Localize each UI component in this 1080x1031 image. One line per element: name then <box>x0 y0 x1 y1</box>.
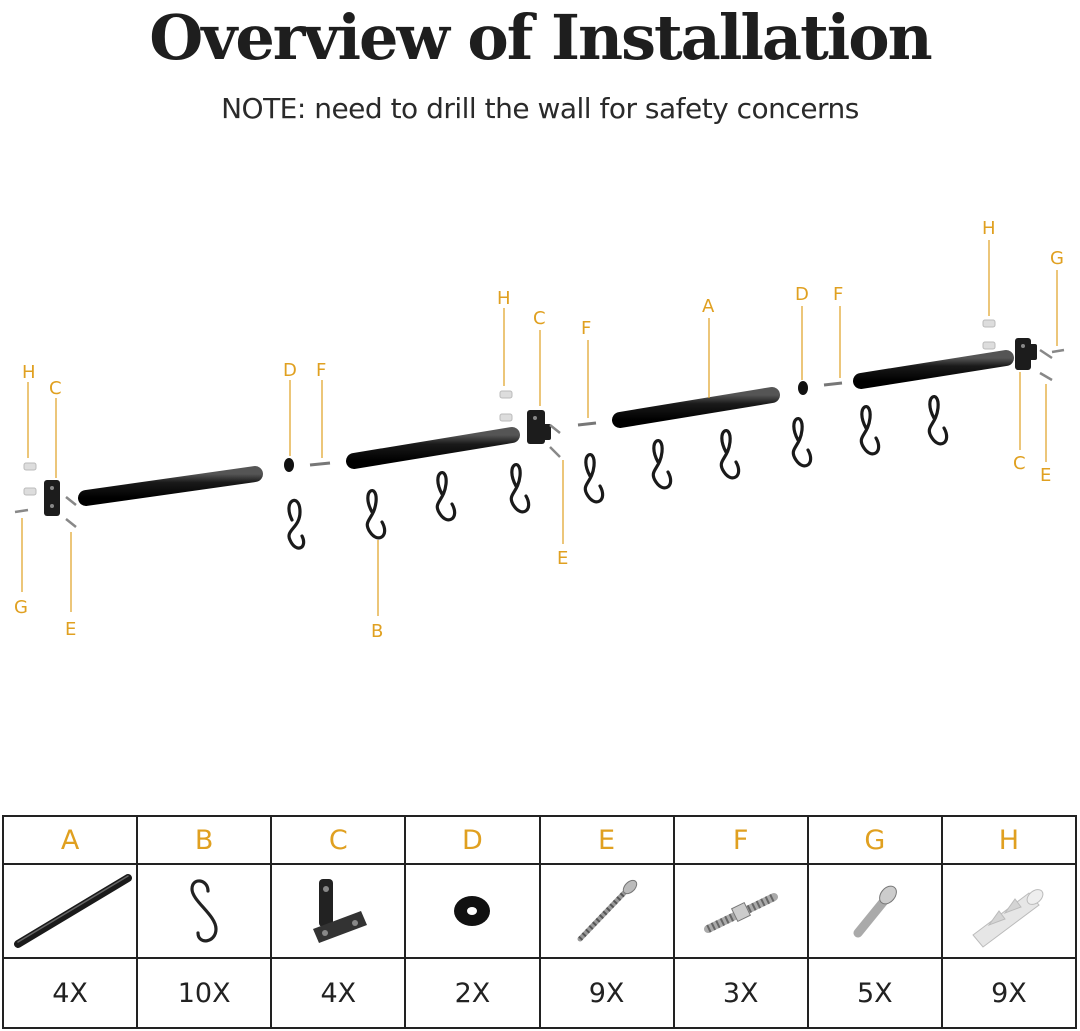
bracket-left <box>44 480 60 516</box>
part-count: 10X <box>136 957 273 1029</box>
callout-c-left: C <box>49 378 62 399</box>
wall-anchor-icon <box>972 889 1044 948</box>
washer-1 <box>284 458 294 472</box>
part-count: 4X <box>1 957 139 1029</box>
hook-group <box>287 395 949 550</box>
callout-h-left: H <box>22 362 36 383</box>
part-letter: G <box>806 815 943 865</box>
hook-4 <box>509 463 531 514</box>
part-letter: E <box>538 815 675 865</box>
hook-8 <box>791 417 813 468</box>
rod-icon <box>14 874 132 948</box>
part-letter: A <box>1 815 139 865</box>
bracket-middle <box>527 410 551 444</box>
bracket-group <box>44 338 1037 516</box>
washer-icon <box>454 896 491 926</box>
callout-e-right: E <box>1040 465 1051 486</box>
hook-7 <box>719 429 741 480</box>
callout-g-right: G <box>1050 248 1064 269</box>
callout-h-middle: H <box>497 288 511 309</box>
callout-a: A <box>702 296 715 317</box>
leader-lines <box>21 240 1058 616</box>
page-title: Overview of Installation <box>149 1 932 74</box>
parts-letter-row: A B C D E F G H <box>1 815 1078 865</box>
part-letter: B <box>136 815 273 865</box>
hook-5 <box>583 453 605 504</box>
callout-c-right: C <box>1013 453 1026 474</box>
hook-10 <box>927 395 949 446</box>
callout-b: B <box>371 621 383 642</box>
parts-list-table: A B C D E F G H <box>1 815 1078 1029</box>
callout-d-left: D <box>283 360 297 381</box>
double-screw-icon <box>703 893 778 933</box>
rod-2 <box>346 427 520 469</box>
rod-3 <box>612 387 780 428</box>
s-hook-icon <box>190 879 218 943</box>
callout-f-middle: F <box>581 318 591 339</box>
callout-e-middle: E <box>557 548 568 569</box>
callout-h-right: H <box>982 218 996 239</box>
washer-2 <box>798 381 808 395</box>
hook-1 <box>287 498 306 550</box>
part-count: 5X <box>806 957 943 1029</box>
callout-c-middle: C <box>533 308 546 329</box>
hook-2 <box>365 489 387 540</box>
callout-g-left: G <box>14 597 28 618</box>
safety-note: NOTE: need to drill the wall for safety … <box>221 92 859 125</box>
bracket-icon <box>313 879 368 943</box>
callout-e-left: E <box>65 619 76 640</box>
exploded-diagram: H C G E D F B H C F E A D F H G C E <box>14 218 1065 642</box>
rod-group <box>78 350 1014 506</box>
part-letter: C <box>270 815 407 865</box>
hook-6 <box>651 439 673 490</box>
callout-d-right: D <box>795 284 809 305</box>
part-letter: F <box>672 815 809 865</box>
part-count: 2X <box>404 957 541 1029</box>
part-letter: D <box>404 815 541 865</box>
part-count: 9X <box>940 957 1078 1029</box>
callout-f-right: F <box>833 284 843 305</box>
hook-9 <box>859 405 881 456</box>
part-count: 3X <box>672 957 809 1029</box>
callout-labels: H C G E D F B H C F E A D F H G C E <box>14 218 1064 642</box>
part-count: 4X <box>270 957 407 1029</box>
small-hardware-group <box>14 319 1065 528</box>
part-letter: H <box>940 815 1078 865</box>
callout-f-left: F <box>316 360 326 381</box>
part-count: 9X <box>538 957 675 1029</box>
short-screw-icon <box>853 885 897 938</box>
rod-4 <box>853 350 1014 389</box>
washer-group <box>284 381 808 472</box>
double-screw-group <box>309 381 843 467</box>
parts-count-row: 4X 10X 4X 2X 9X 3X 5X 9X <box>1 957 1078 1029</box>
hook-3 <box>435 471 457 522</box>
bracket-right <box>1015 338 1037 370</box>
parts-icon-row <box>1 863 1078 959</box>
rod-1 <box>78 466 263 506</box>
wood-screw-icon <box>577 879 637 942</box>
